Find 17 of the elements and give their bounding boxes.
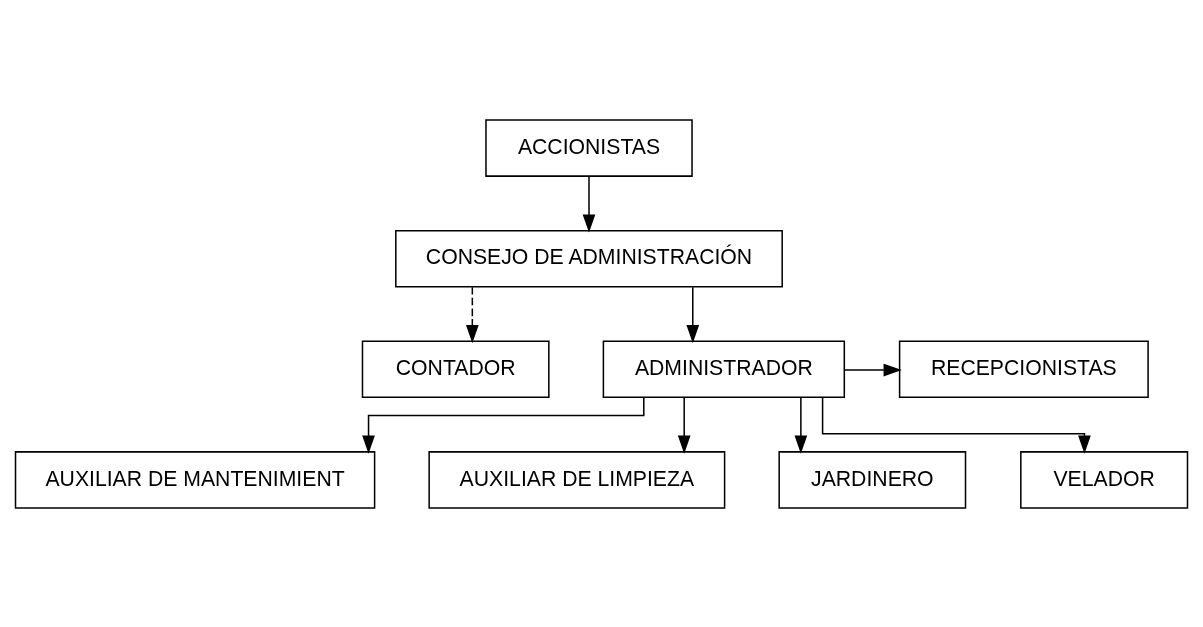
- arrow: [465, 285, 479, 343]
- arrow: [794, 396, 808, 454]
- node-box: VELADOR: [1020, 450, 1189, 509]
- node-box: RECEPCIONISTAS: [898, 340, 1149, 398]
- node-box: AUXILIAR DE LIMPIEZA: [428, 450, 726, 509]
- arrow: [686, 285, 700, 343]
- arrow: [362, 396, 645, 454]
- node-box: ADMINISTRADOR: [602, 340, 846, 398]
- node-box: CONTADOR: [361, 340, 550, 398]
- arrow: [843, 363, 902, 376]
- node-box: CONSEJO DE ADMINISTRACIÓN: [395, 229, 783, 287]
- node-box: ACCIONISTAS: [485, 118, 693, 177]
- node-box: JARDINERO: [778, 450, 967, 509]
- node-box: AUXILIAR DE MANTENIMIENT: [14, 450, 376, 509]
- arrow: [821, 396, 1091, 454]
- arrow: [582, 175, 596, 233]
- arrow: [677, 396, 691, 454]
